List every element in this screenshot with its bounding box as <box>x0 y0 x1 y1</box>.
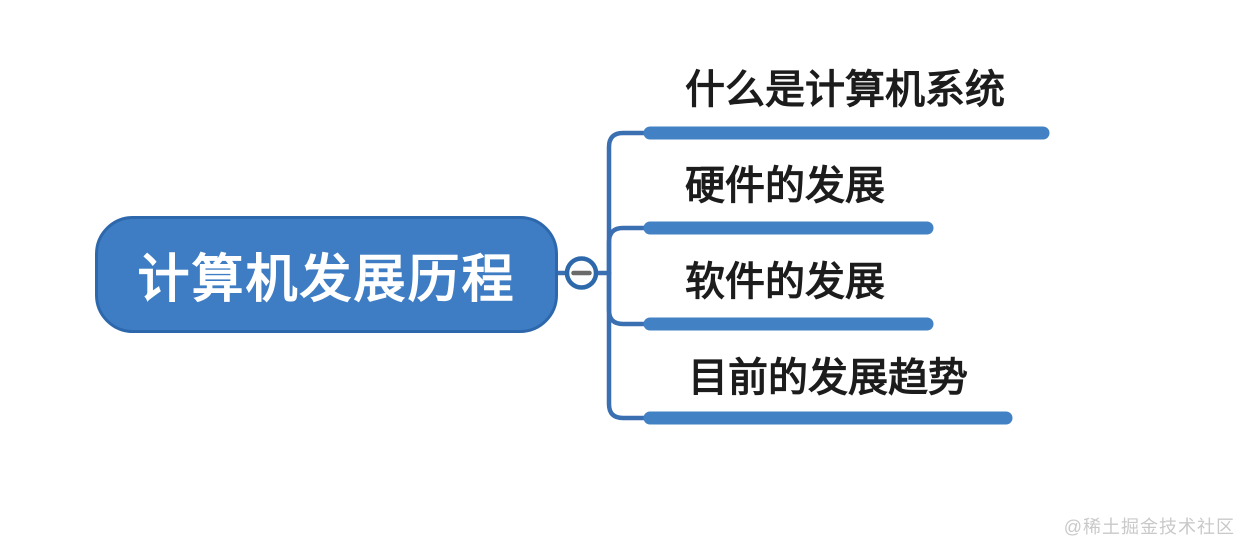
root-node[interactable]: 计算机发展历程 <box>95 216 558 333</box>
collapse-button[interactable] <box>564 256 599 290</box>
branch-label-4[interactable]: 目前的发展趋势 <box>688 356 968 400</box>
watermark: @稀土掘金技术社区 <box>1063 517 1235 537</box>
connector-branch-4 <box>606 270 649 421</box>
branch-label-3[interactable]: 软件的发展 <box>685 260 885 304</box>
connector-lines <box>555 130 649 421</box>
branch-label-2[interactable]: 硬件的发展 <box>685 164 885 208</box>
connector-branch-2 <box>606 225 649 276</box>
connector-branch-1 <box>606 130 649 276</box>
connector-branch-3 <box>606 270 649 327</box>
branch-label-1[interactable]: 什么是计算机系统 <box>685 68 1005 112</box>
branch-bars <box>643 126 1050 425</box>
root-node-label: 计算机发展历程 <box>137 251 516 309</box>
